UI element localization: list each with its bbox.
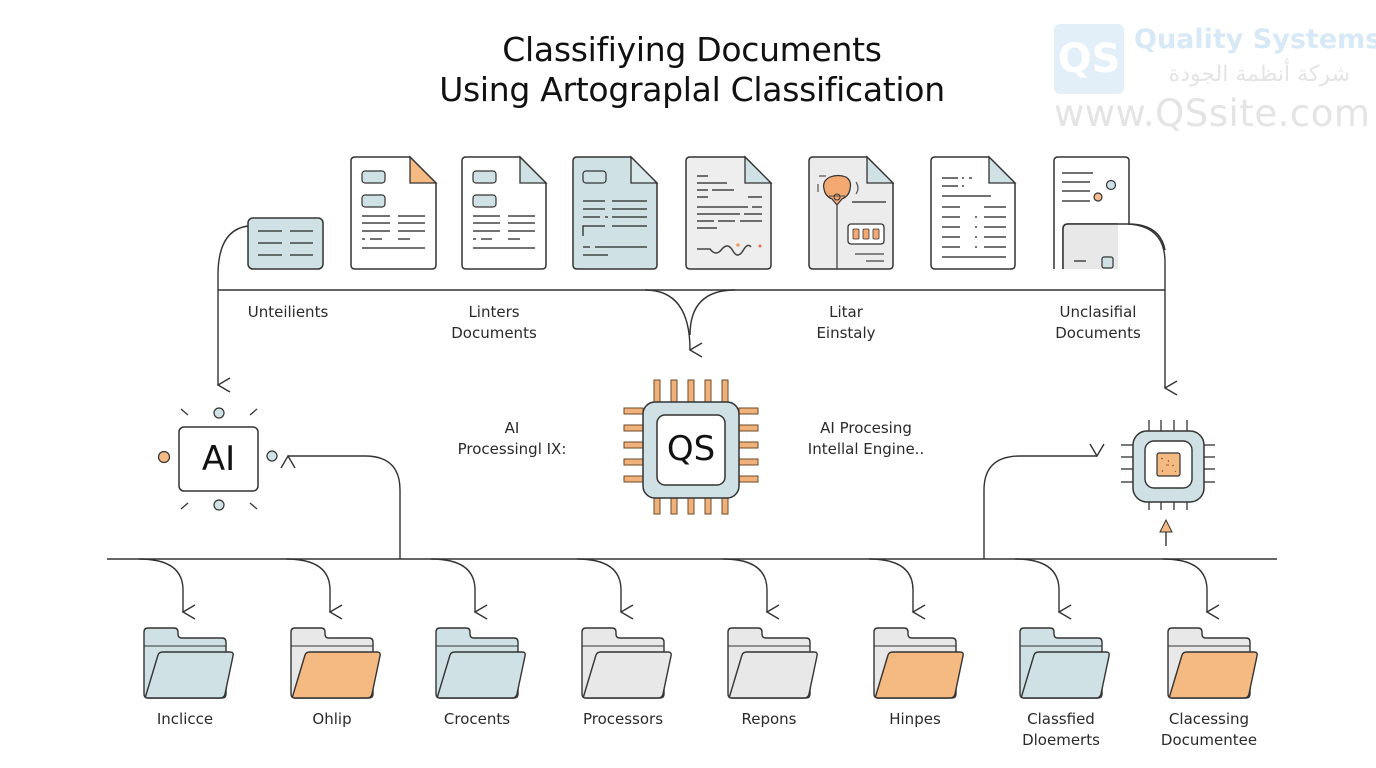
input-label-line: Documents — [1055, 324, 1141, 342]
chip-pin — [670, 379, 678, 403]
processing-text-line: AI Procesing — [820, 419, 912, 437]
folder-arrow — [1014, 558, 1072, 620]
folder-icon[interactable] — [290, 627, 381, 699]
form-document-icon — [350, 155, 438, 270]
chip-pin — [738, 407, 759, 415]
folder-icon[interactable] — [581, 627, 672, 699]
distribution-lines — [107, 443, 1277, 620]
watermark-company-name: Quality Systems — [1134, 24, 1376, 55]
chip-pin — [738, 441, 759, 449]
chip-pin — [704, 379, 712, 403]
watermark: QS Quality Systems شركة أنظمة الجودة www… — [1054, 24, 1376, 135]
folder-label-line: Crocents — [443, 710, 511, 728]
input-label-line: Einstaly — [816, 324, 876, 342]
folder-label-line: Processors — [582, 710, 664, 728]
qs-logo-icon: QS — [1054, 24, 1124, 94]
chip-pin — [687, 379, 695, 403]
qs-chip-label: QS — [666, 429, 716, 469]
chip-pin — [623, 475, 644, 483]
input-label-0: Unteilients — [248, 302, 329, 323]
folder-label-line: Inclicce — [156, 710, 214, 728]
folder-label: Hinpes — [889, 709, 941, 730]
card-document-icon — [247, 217, 324, 270]
input-label-line: Unclasifial — [1059, 303, 1137, 321]
folder-arrow — [138, 558, 196, 620]
folder-label: Inclicce — [157, 709, 213, 730]
folder-label-line: Dloemerts — [1022, 731, 1100, 749]
folder-label-line: Classfied — [1027, 710, 1095, 728]
chip-pin — [623, 424, 644, 432]
signed-document-icon — [685, 155, 773, 270]
input-label-3: Unclasifial Documents — [1055, 302, 1141, 344]
chip-pin — [670, 497, 678, 515]
folder-arrow — [285, 558, 343, 620]
qs-chip-icon — [623, 379, 759, 515]
mixed-document-icon — [1053, 156, 1166, 269]
folder-label: Crocents — [444, 709, 510, 730]
processing-text-line: Processingl IX: — [457, 440, 567, 458]
chip-pin — [653, 497, 661, 515]
input-label-line: Litar — [829, 303, 863, 321]
folder-arrow — [576, 558, 634, 620]
input-label-line: Unteilients — [247, 303, 329, 321]
folder-arrow — [868, 558, 926, 620]
list-document-icon — [930, 155, 1017, 270]
processor-chip-icon — [1121, 420, 1215, 546]
processing-right-text: AI Procesing Intellal Engine.. — [808, 418, 924, 460]
chip-pin — [721, 379, 729, 403]
form-document-icon — [461, 155, 548, 270]
input-flow-lines — [216, 223, 1178, 396]
badge-document-icon — [808, 155, 895, 270]
folder-label-line: Ohlip — [312, 710, 352, 728]
chip-pin — [738, 458, 759, 466]
processing-left-text: AI Processingl IX: — [458, 418, 567, 460]
ai-node-label: AI — [201, 439, 236, 479]
diagram-title: Classifiying Documents Using Artograplal… — [0, 30, 1376, 110]
folder-label: Repons — [742, 709, 797, 730]
folder-arrow — [1162, 558, 1220, 620]
folder-icon[interactable] — [143, 627, 234, 699]
folder-label-line: Repons — [741, 710, 797, 728]
folder-label: Ohlip — [312, 709, 351, 730]
chip-pin — [623, 407, 644, 415]
folder-icon[interactable] — [435, 627, 526, 699]
folders-row — [143, 627, 1258, 699]
folder-icon[interactable] — [727, 627, 818, 699]
watermark-arabic-name: شركة أنظمة الجودة — [1168, 62, 1350, 87]
input-label-1: Linters Documents — [451, 302, 537, 344]
title-line-1: Classifiying Documents — [502, 30, 882, 69]
chip-pin — [738, 475, 759, 483]
chip-pin — [721, 497, 729, 515]
folder-arrow — [430, 558, 488, 620]
ai-node — [157, 407, 278, 511]
folder-label: Processors — [583, 709, 663, 730]
chip-pin — [687, 497, 695, 515]
folder-icon[interactable] — [1167, 627, 1258, 699]
chip-pin — [704, 497, 712, 515]
input-label-line: Documents — [451, 324, 537, 342]
watermark-url: www.QSsite.com — [1054, 92, 1371, 135]
folder-arrow — [722, 558, 780, 620]
folder-label-line: Clacessing — [1168, 710, 1250, 728]
chip-pin — [653, 379, 661, 403]
chip-pin — [623, 441, 644, 449]
input-label-line: Linters — [468, 303, 520, 321]
folder-icon[interactable] — [1019, 627, 1110, 699]
processing-text-line: Intellal Engine.. — [807, 440, 925, 458]
folder-label-line: Documentee — [1160, 731, 1258, 749]
folder-icon[interactable] — [873, 627, 964, 699]
folder-label-line: Hinpes — [889, 710, 941, 728]
input-label-2: Litar Einstaly — [816, 302, 875, 344]
title-line-2: Using Artograplal Classification — [439, 70, 945, 109]
text-document-icon — [572, 155, 659, 270]
processing-text-line: AI — [504, 419, 520, 437]
chip-pin — [623, 458, 644, 466]
chip-pin — [738, 424, 759, 432]
